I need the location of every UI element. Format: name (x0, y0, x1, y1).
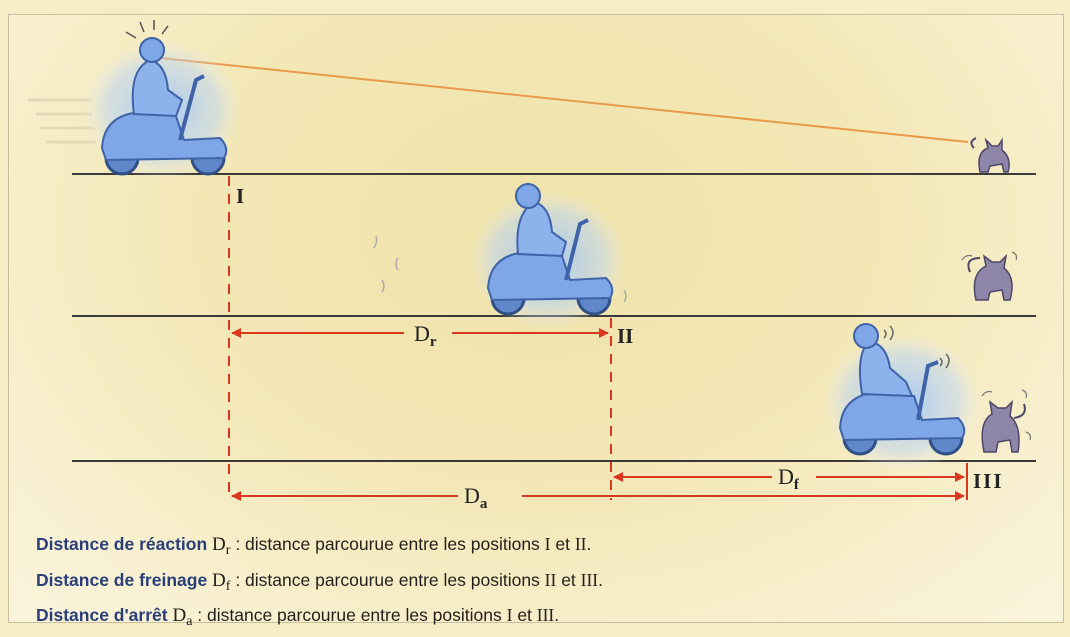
sight-line (159, 57, 969, 143)
position-3-label: III (973, 469, 1004, 493)
cat-icon (970, 137, 1010, 173)
legend-row-braking: Distance de freinage Df : distance parco… (36, 569, 604, 594)
position-1-label: I (236, 184, 244, 208)
df-label: Df (778, 464, 800, 493)
legend: Distance de réaction Dr : distance parco… (36, 530, 1046, 637)
legend-row-reaction: Distance de réaction Dr : distance parco… (36, 534, 592, 558)
scooter-rider-icon (468, 183, 628, 330)
cat-icon (961, 251, 1018, 301)
legend-row-stopping: Distance d'arrêt Da : distance parcourue… (36, 605, 560, 629)
dr-label: Dr (414, 321, 437, 350)
da-label: Da (464, 483, 488, 512)
cat-icon (981, 389, 1032, 453)
scooter-rider-icon (822, 323, 982, 472)
motion-marks (373, 235, 627, 303)
position-2-label: II (617, 324, 633, 348)
scooter-rider-icon (82, 20, 242, 180)
